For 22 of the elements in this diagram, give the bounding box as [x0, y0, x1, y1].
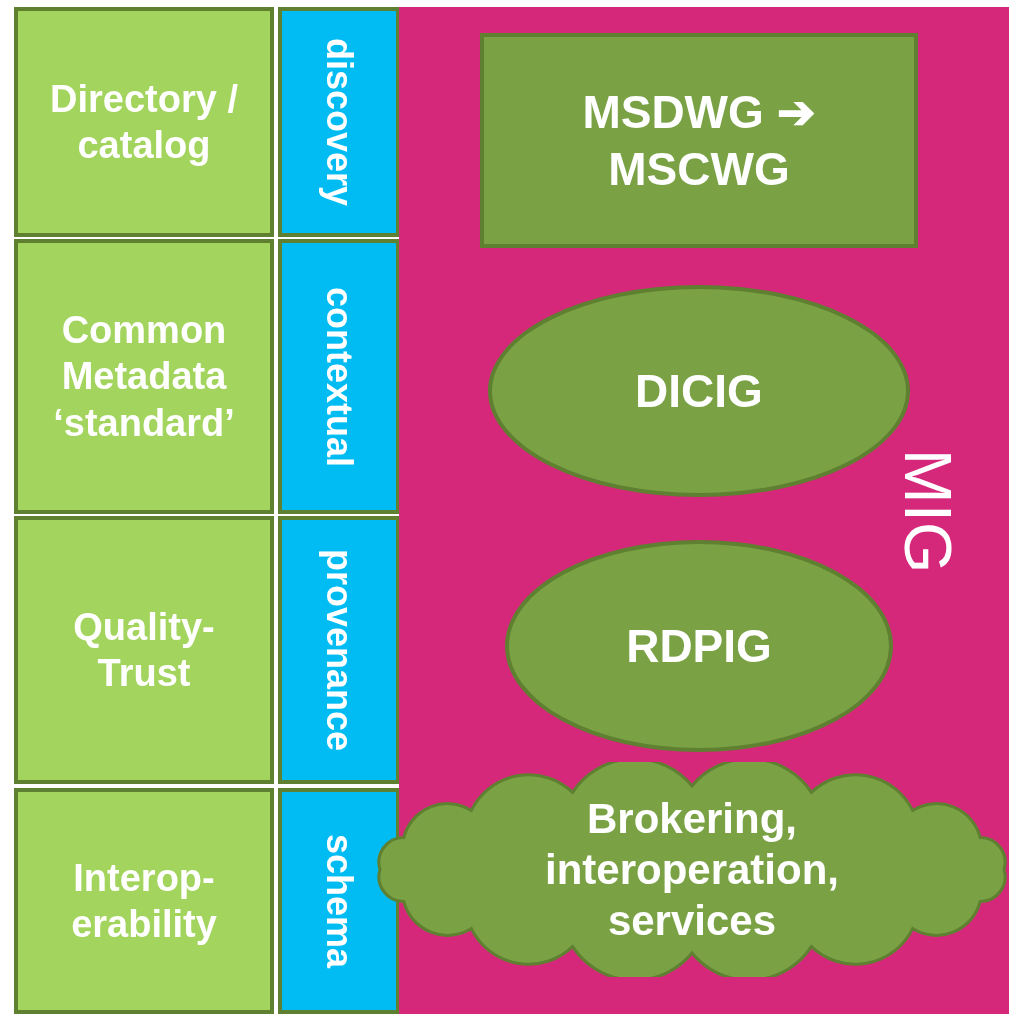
working-group-box: [480, 33, 918, 248]
group-title: MIG: [890, 448, 967, 573]
topic-box: [14, 788, 274, 1014]
node-label: Common Metadata ‘standard’: [52, 307, 236, 446]
node-label: RDPIG: [626, 618, 772, 674]
aspect-box: [278, 788, 400, 1014]
node-label: Brokering, interoperation, services: [544, 793, 840, 947]
node-label: Quality- Trust: [72, 604, 216, 696]
aspect-label: contextual: [318, 286, 360, 467]
aspect-box: [278, 239, 400, 514]
node-label: Directory / catalog: [49, 76, 239, 168]
aspect-box: [278, 516, 400, 784]
aspect-label: discovery: [318, 37, 360, 207]
topic-box: [14, 239, 274, 514]
aspect-label: schema: [318, 833, 360, 969]
topic-box: [14, 7, 274, 237]
aspect-box: [278, 7, 400, 237]
node-label: MSDWG ➔ MSCWG: [581, 85, 817, 197]
topic-box: [14, 516, 274, 784]
node-label: Interop- erability: [70, 855, 218, 947]
aspect-label: provenance: [318, 548, 360, 752]
node-label: DICIG: [635, 363, 763, 419]
